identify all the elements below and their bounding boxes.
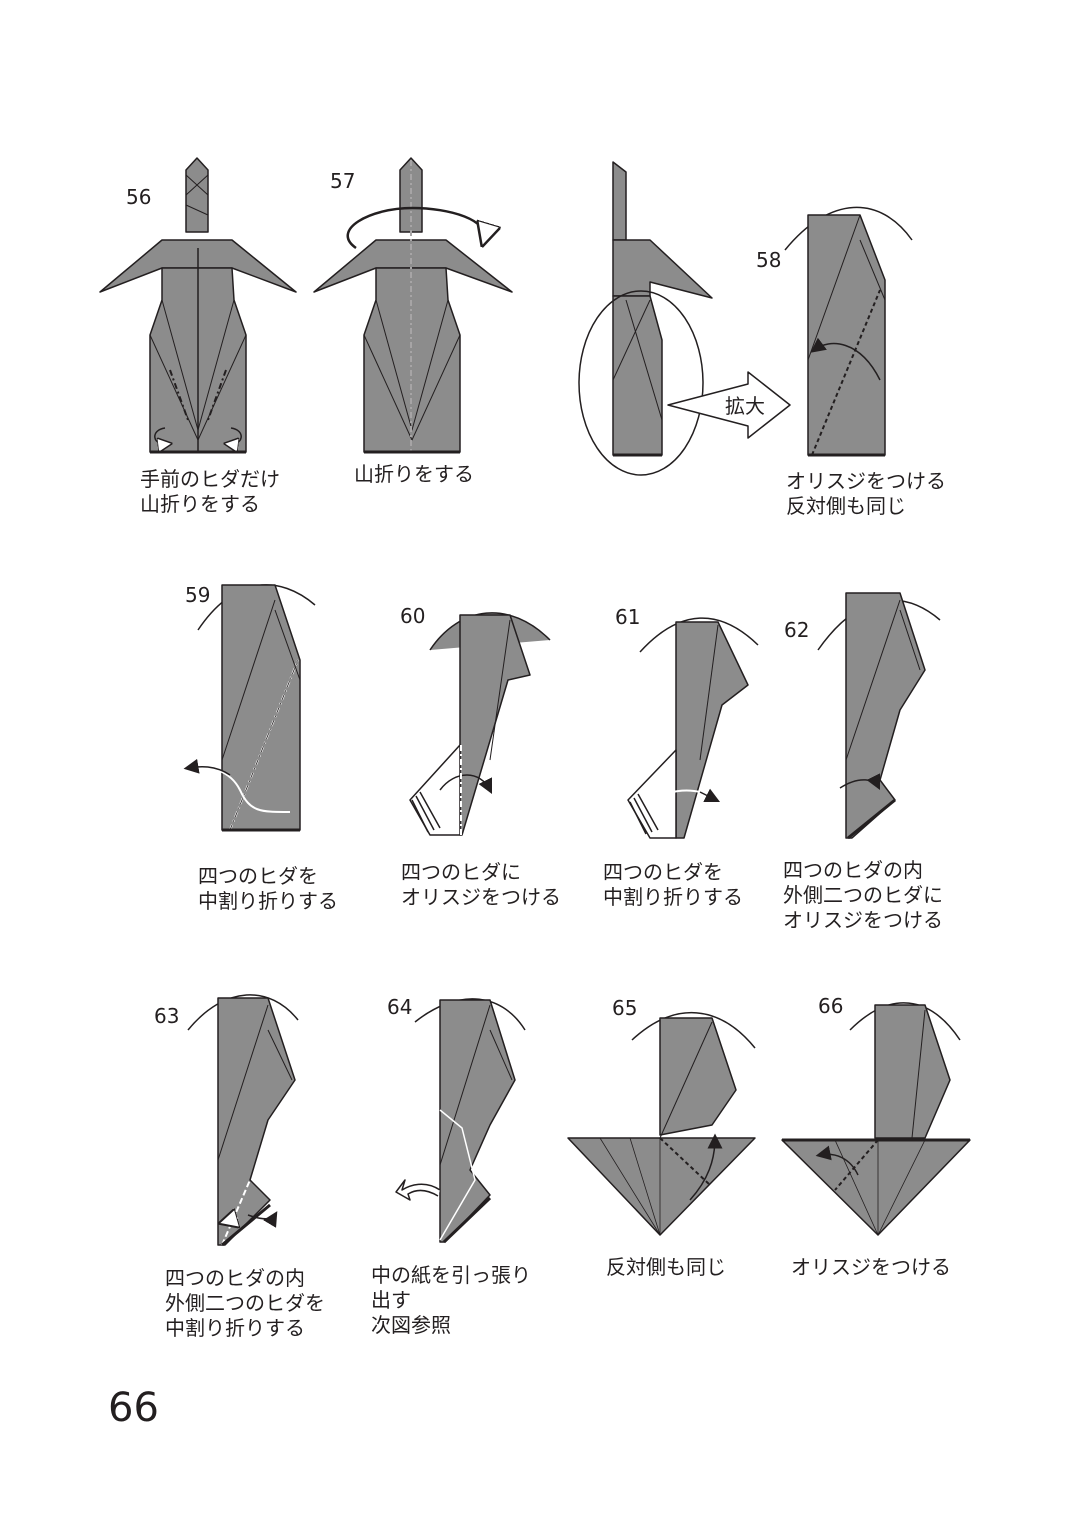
step-caption-59: 四つのヒダを 中割り折りする (198, 864, 338, 913)
step-caption-60: 四つのヒダに オリスジをつける (401, 860, 561, 909)
step-65-drawing (567, 1011, 756, 1236)
step-caption-62: 四つのヒダの内 外側二つのヒダに オリスジをつける (783, 858, 943, 932)
step-caption-64: 中の紙を引っ張り 出す 次図参照 (371, 1263, 531, 1337)
step-62-drawing (817, 592, 941, 840)
step-number-60: 60 (400, 604, 426, 628)
page-number: 66 (108, 1385, 159, 1431)
step-number-57: 57 (330, 169, 356, 193)
step-number-64: 64 (387, 995, 413, 1019)
step-60-drawing (409, 612, 551, 836)
step-caption-61: 四つのヒダを 中割り折りする (603, 860, 743, 909)
step-number-61: 61 (615, 605, 641, 629)
step-caption-65: 反対側も同じ (606, 1255, 726, 1279)
step-caption-63: 四つのヒダの内 外側二つのヒダを 中割り折りする (165, 1266, 325, 1340)
step-number-59: 59 (185, 583, 211, 607)
step-number-65: 65 (612, 996, 638, 1020)
step-number-63: 63 (154, 1004, 180, 1028)
step-number-56: 56 (126, 185, 152, 209)
step-caption-66: オリスジをつける (791, 1255, 951, 1279)
step-57-side-view (578, 161, 791, 476)
zoom-label: 拡大 (725, 394, 765, 418)
step-63-drawing (187, 994, 299, 1247)
step-59-drawing (183, 584, 316, 832)
step-caption-58: オリスジをつける 反対側も同じ (786, 469, 946, 518)
step-number-62: 62 (784, 618, 810, 642)
step-56-drawing (99, 157, 297, 454)
step-61-drawing (627, 617, 759, 839)
step-number-66: 66 (818, 994, 844, 1018)
step-57-drawing (313, 157, 513, 454)
step-66-drawing (781, 1002, 971, 1236)
step-58-drawing (784, 206, 913, 457)
step-number-58: 58 (756, 248, 782, 272)
step-caption-57: 山折りをする (354, 462, 474, 486)
step-caption-56: 手前のヒダだけ 山折りをする (140, 467, 280, 516)
step-64-drawing (395, 998, 526, 1244)
